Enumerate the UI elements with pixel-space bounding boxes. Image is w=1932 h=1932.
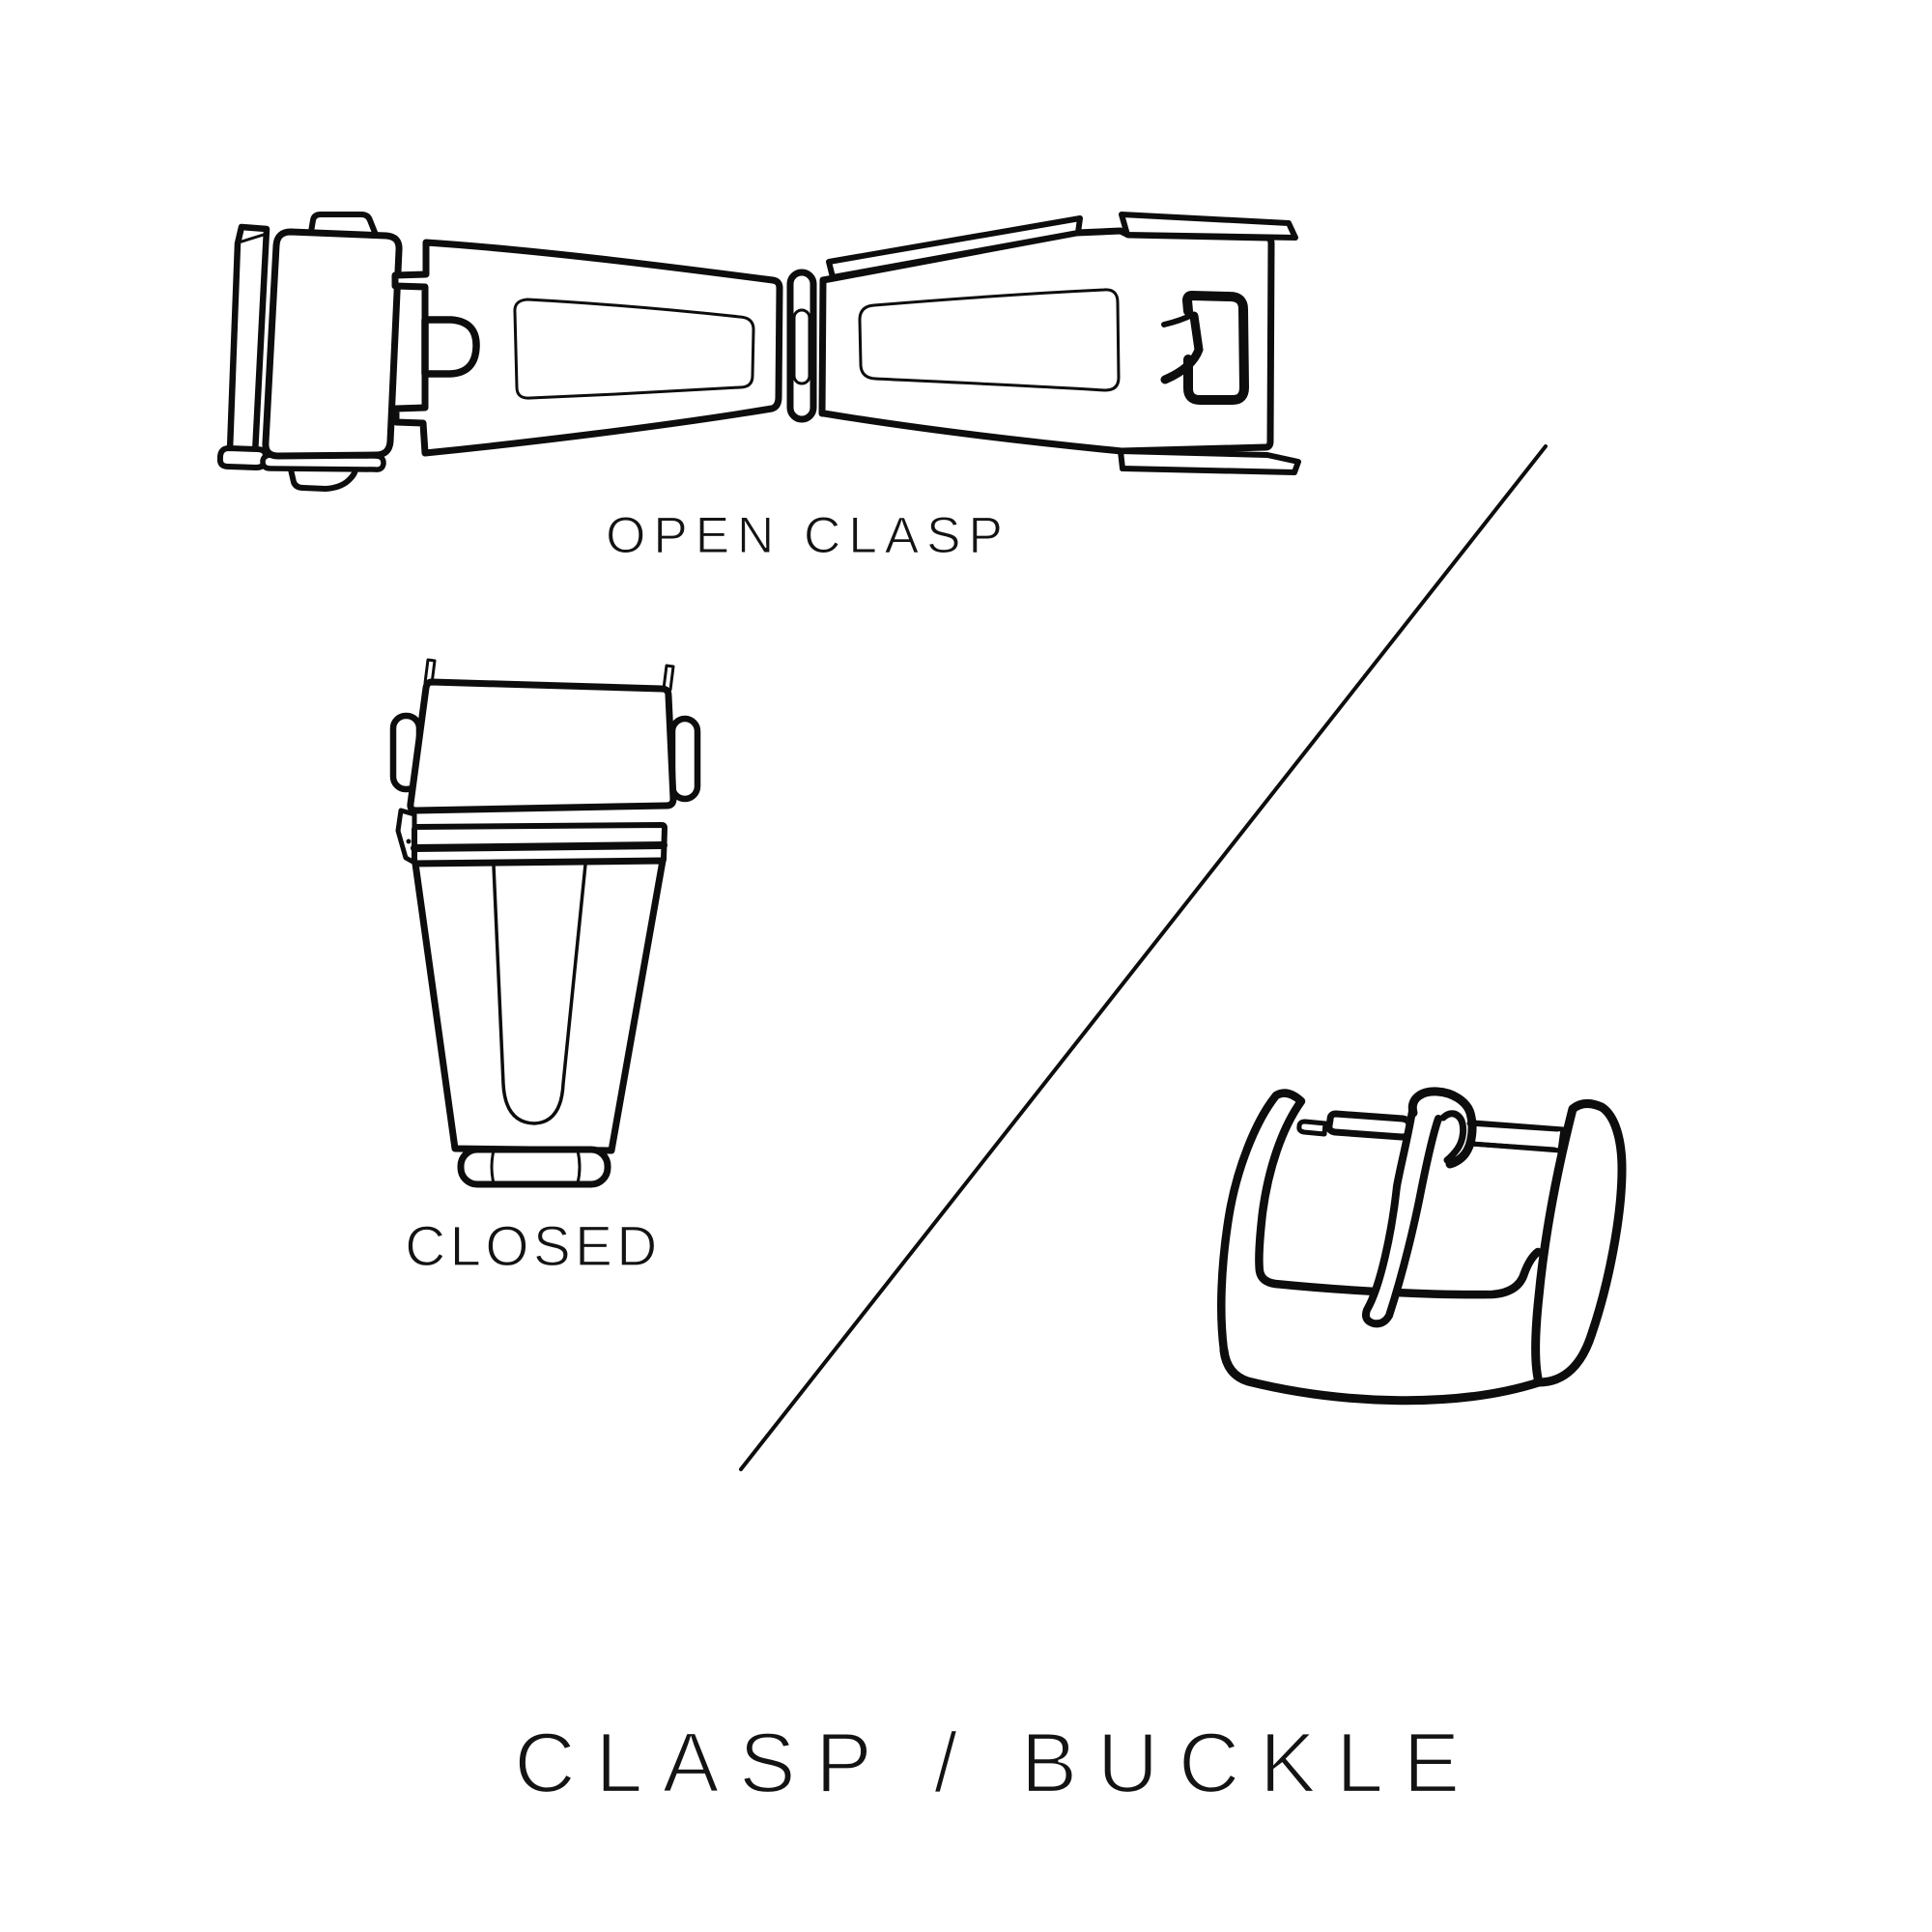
- svg-text:CLASP / BUCKLE: CLASP / BUCKLE: [514, 1715, 1479, 1810]
- svg-text:CLOSED: CLOSED: [405, 1215, 662, 1278]
- svg-text:OPEN CLASP: OPEN CLASP: [606, 507, 1010, 564]
